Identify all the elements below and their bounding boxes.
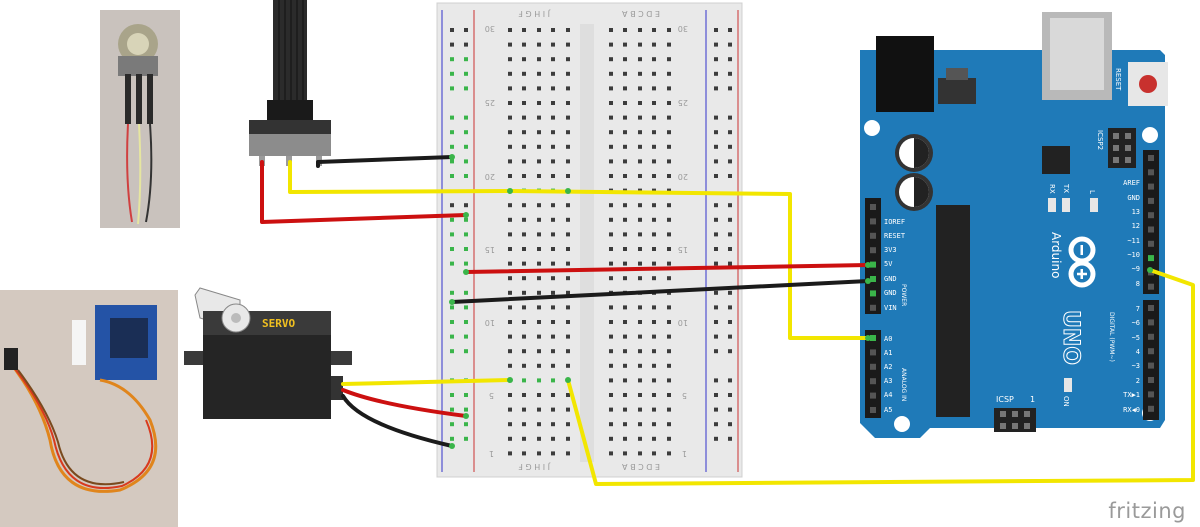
analog-in-label: ANALOG IN <box>900 368 907 401</box>
breadboard-left-letters-bottom: J I H G F <box>518 462 551 471</box>
row-number-25-left: 25 <box>485 98 495 107</box>
pin-label-aref: AREF <box>1123 179 1140 187</box>
arduino-uno-board: RESET ICSP2 RX TX L <box>860 12 1168 438</box>
wire-endpoints <box>449 154 1153 449</box>
row-number-30-right: 30 <box>678 24 688 33</box>
pin-label-gnd-2: GND <box>884 289 897 297</box>
wires <box>260 155 1195 486</box>
uno-label: UNO <box>1058 310 1083 365</box>
pin-label-tx1: TX▶1 <box>1123 391 1140 399</box>
wire-pot-signal <box>288 160 870 340</box>
pin-label-10: ~10 <box>1127 251 1140 259</box>
servo-photo <box>0 290 178 527</box>
icsp-label: ICSP <box>996 395 1014 404</box>
pin-label-13: 13 <box>1132 208 1140 216</box>
breadboard: J I H G F E D C B A J I H G F E D C B A … <box>436 2 743 478</box>
breadboard-right-letters-bottom: E D C B A <box>622 462 660 471</box>
pin-label-8: 8 <box>1136 280 1140 288</box>
potentiometer-photo <box>100 10 180 228</box>
pin-label-a2: A2 <box>884 363 892 371</box>
potentiometer <box>249 0 331 166</box>
row-number-20-left: 20 <box>485 172 495 181</box>
icsp-pin-one: 1 <box>1030 395 1035 404</box>
breadboard-holes <box>450 28 732 456</box>
pin-label-a3: A3 <box>884 377 892 385</box>
row-number-15-right: 15 <box>678 245 688 254</box>
digital-pin-labels-high: AREF GND 13 12 ~11 ~10 ~9 8 <box>1123 179 1140 288</box>
row-number-10-right: 10 <box>678 318 688 327</box>
row-number-1-left: 1 <box>489 449 494 458</box>
row-number-15-left: 15 <box>485 245 495 254</box>
pin-label-9: ~9 <box>1132 265 1140 273</box>
row-number-30-left: 30 <box>485 24 495 33</box>
row-number-20-right: 20 <box>678 172 688 181</box>
arduino-brand: Arduino <box>1049 232 1063 278</box>
wire-pot-gnd <box>316 155 454 168</box>
l-label: L <box>1088 190 1096 194</box>
wire-5v <box>464 263 870 274</box>
pin-label-a5: A5 <box>884 406 892 414</box>
analog-pin-labels: A0 A1 A2 A3 A4 A5 <box>884 335 892 414</box>
power-label: POWER <box>900 284 907 306</box>
servo-label: SERVO <box>262 317 295 330</box>
wire-servo-power <box>341 388 468 418</box>
pin-label-3: ~3 <box>1132 362 1140 370</box>
row-number-25-right: 25 <box>678 98 688 107</box>
pin-label-4: 4 <box>1136 348 1140 356</box>
pin-label-12: 12 <box>1132 222 1140 230</box>
pin-label-2: 2 <box>1136 377 1140 385</box>
servo-motor: SERVO <box>184 287 352 419</box>
arduino-logo-icon <box>1068 236 1096 288</box>
pin-label-ioref: IOREF <box>884 218 905 226</box>
wire-servo-signal <box>341 378 512 386</box>
icsp2-label: ICSP2 <box>1096 130 1104 150</box>
breadboard-right-letters-top: E D C B A <box>622 9 660 18</box>
row-number-10-left: 10 <box>485 318 495 327</box>
pin-label-a4: A4 <box>884 391 892 399</box>
digital-pin-labels-low: 7 ~6 ~5 4 ~3 2 TX▶1 RX◀0 <box>1123 305 1140 414</box>
row-number-5-left: 5 <box>489 391 494 400</box>
pin-label-reset: RESET <box>884 232 906 240</box>
fritzing-watermark: fritzing <box>1108 499 1186 523</box>
wire-pin9 <box>566 268 1195 486</box>
header-pin-holes <box>870 133 1154 429</box>
wire-pot-vcc <box>260 160 468 224</box>
breadboard-row-numbers: 30 30 25 25 20 20 15 15 10 10 5 5 1 1 <box>485 24 688 458</box>
pin-label-gnd-3: GND <box>1127 194 1140 202</box>
wire-servo-ground <box>341 394 454 448</box>
pin-label-rx0: RX◀0 <box>1123 406 1140 414</box>
pin-label-7: 7 <box>1136 305 1140 313</box>
on-label: ON <box>1062 396 1070 407</box>
tx-label: TX <box>1062 183 1070 193</box>
pin-label-3v3: 3V3 <box>884 246 897 254</box>
pin-label-vin: VIN <box>884 304 897 312</box>
pin-label-5: ~5 <box>1132 334 1140 342</box>
wire-gnd <box>450 279 870 304</box>
reset-label: RESET <box>1114 68 1122 91</box>
row-number-1-right: 1 <box>682 449 687 458</box>
pin-label-11: ~11 <box>1127 237 1140 245</box>
rx-label: RX <box>1048 184 1056 194</box>
row-number-5-right: 5 <box>682 391 687 400</box>
pin-label-a1: A1 <box>884 349 892 357</box>
pin-label-a0: A0 <box>884 335 892 343</box>
digital-label: DIGITAL (PWM~) <box>1108 312 1115 362</box>
pin-label-6: ~6 <box>1132 319 1140 327</box>
power-pin-labels: IOREF RESET 3V3 5V GND GND VIN <box>884 218 906 312</box>
pin-label-gnd-1: GND <box>884 275 897 283</box>
breadboard-left-letters-top: J I H G F <box>518 9 551 18</box>
pin-label-5v: 5V <box>884 260 893 268</box>
